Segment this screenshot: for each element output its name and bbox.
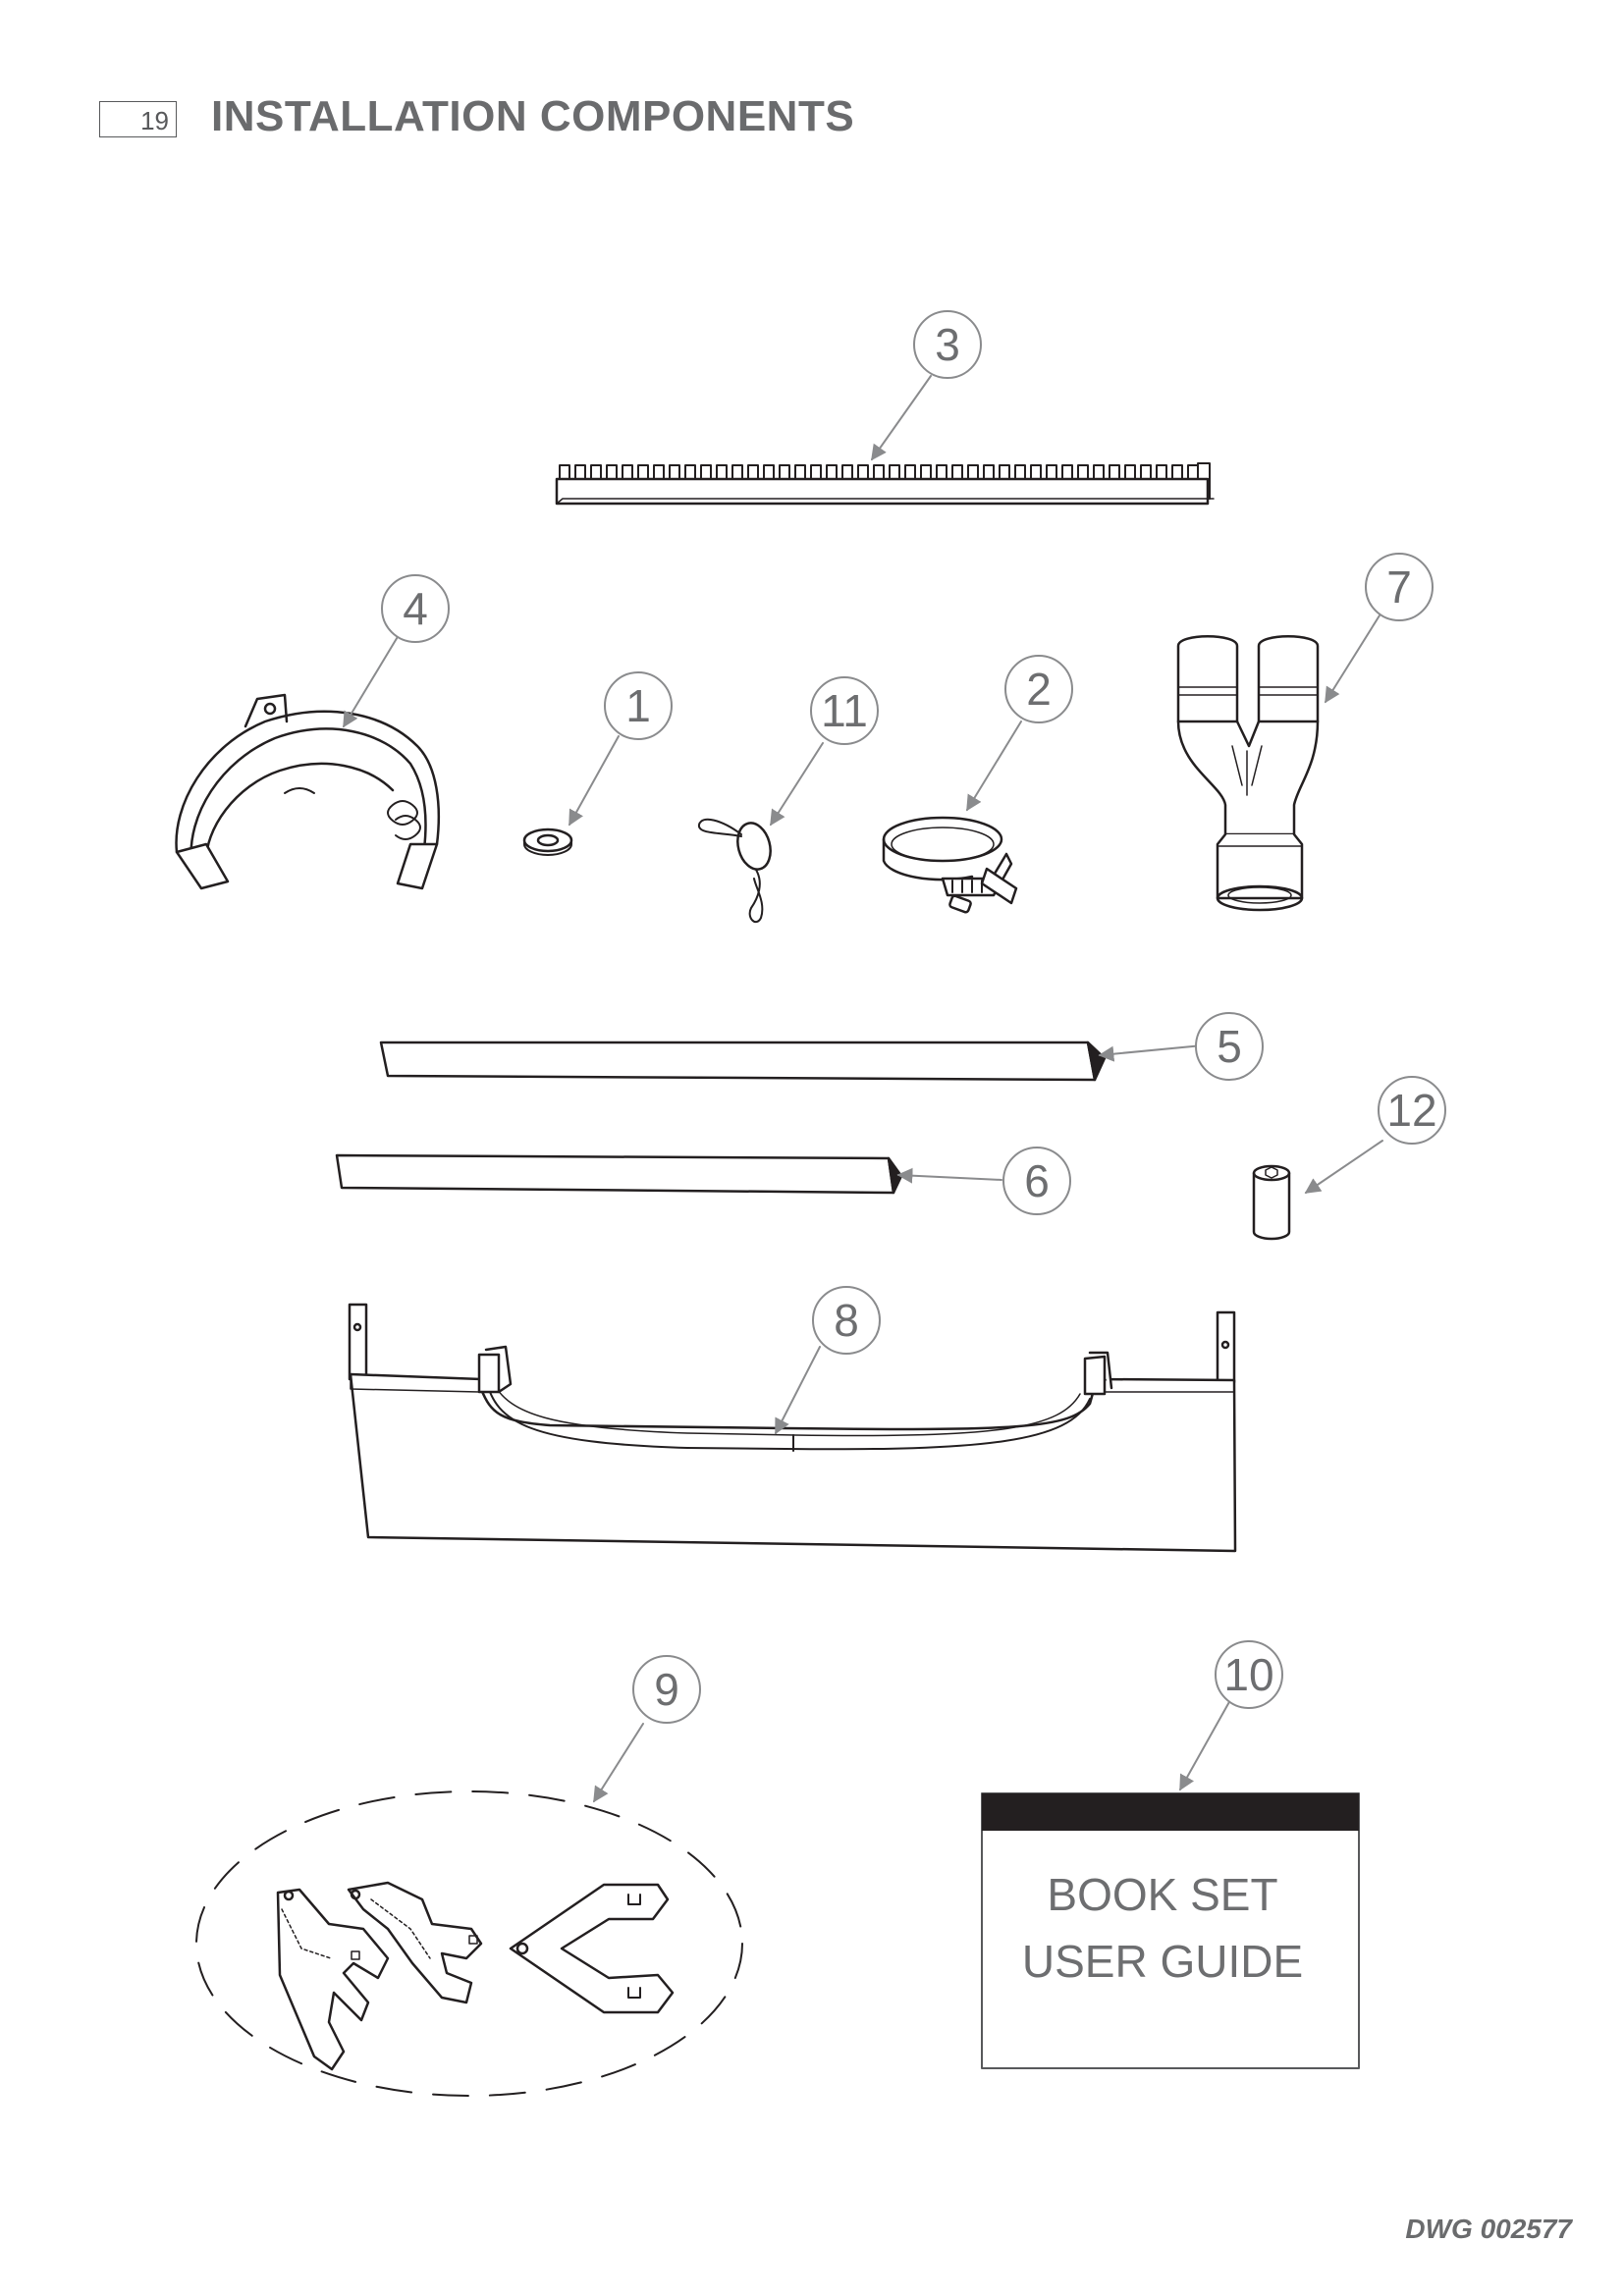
part-7-y-connector bbox=[1176, 635, 1320, 912]
part-12-socket bbox=[1252, 1164, 1291, 1241]
callout-circle-10 bbox=[1215, 1640, 1283, 1709]
part-6-trim-strip bbox=[335, 1153, 903, 1195]
callout-7: 7 bbox=[1386, 561, 1412, 613]
part-5-trim-strip bbox=[379, 1041, 1107, 1082]
callout-circle-4 bbox=[381, 574, 450, 643]
callout-11: 11 bbox=[821, 685, 868, 736]
callout-6: 6 bbox=[1024, 1155, 1050, 1206]
callout-12: 12 bbox=[1386, 1085, 1436, 1136]
callout-circle-11 bbox=[810, 676, 879, 745]
part-11-tether bbox=[698, 818, 772, 924]
part-9-bracket-set bbox=[195, 1790, 743, 2097]
callout-circle-2 bbox=[1004, 655, 1073, 723]
callout-circle-5 bbox=[1195, 1012, 1264, 1081]
part-10-book bbox=[981, 1792, 1360, 2069]
page-number-box: 19 bbox=[99, 101, 177, 137]
book-title-line2: USER GUIDE bbox=[1022, 1936, 1303, 1987]
callout-circle-6 bbox=[1002, 1147, 1071, 1215]
page-title: INSTALLATION COMPONENTS bbox=[211, 92, 855, 140]
callout-circle-12 bbox=[1378, 1076, 1446, 1145]
callout-circle-8 bbox=[812, 1286, 881, 1355]
book-title-line1: BOOK SET bbox=[1047, 1869, 1277, 1920]
callout-circle-7 bbox=[1365, 553, 1434, 621]
callout-1: 1 bbox=[625, 680, 651, 731]
drawing-number: DWG 002577 bbox=[1405, 2214, 1572, 2244]
part-3-comb-strip bbox=[555, 462, 1215, 506]
callout-circle-1 bbox=[604, 671, 673, 740]
part-4-hose-clip bbox=[175, 693, 441, 890]
callout-5: 5 bbox=[1217, 1021, 1242, 1072]
callout-8: 8 bbox=[834, 1295, 859, 1346]
callout-leaders bbox=[343, 375, 1383, 1803]
callout-circle-3 bbox=[913, 310, 982, 379]
part-8-bracket bbox=[348, 1303, 1237, 1553]
page-number: 19 bbox=[140, 106, 169, 135]
part-1-washer bbox=[522, 828, 573, 856]
part-2-hose-clamp bbox=[882, 816, 1018, 914]
callout-4: 4 bbox=[403, 583, 428, 634]
callout-10: 10 bbox=[1223, 1649, 1273, 1700]
callout-3: 3 bbox=[935, 319, 960, 370]
callout-9: 9 bbox=[654, 1664, 679, 1715]
callout-2: 2 bbox=[1026, 664, 1052, 715]
callout-circle-9 bbox=[632, 1655, 701, 1724]
